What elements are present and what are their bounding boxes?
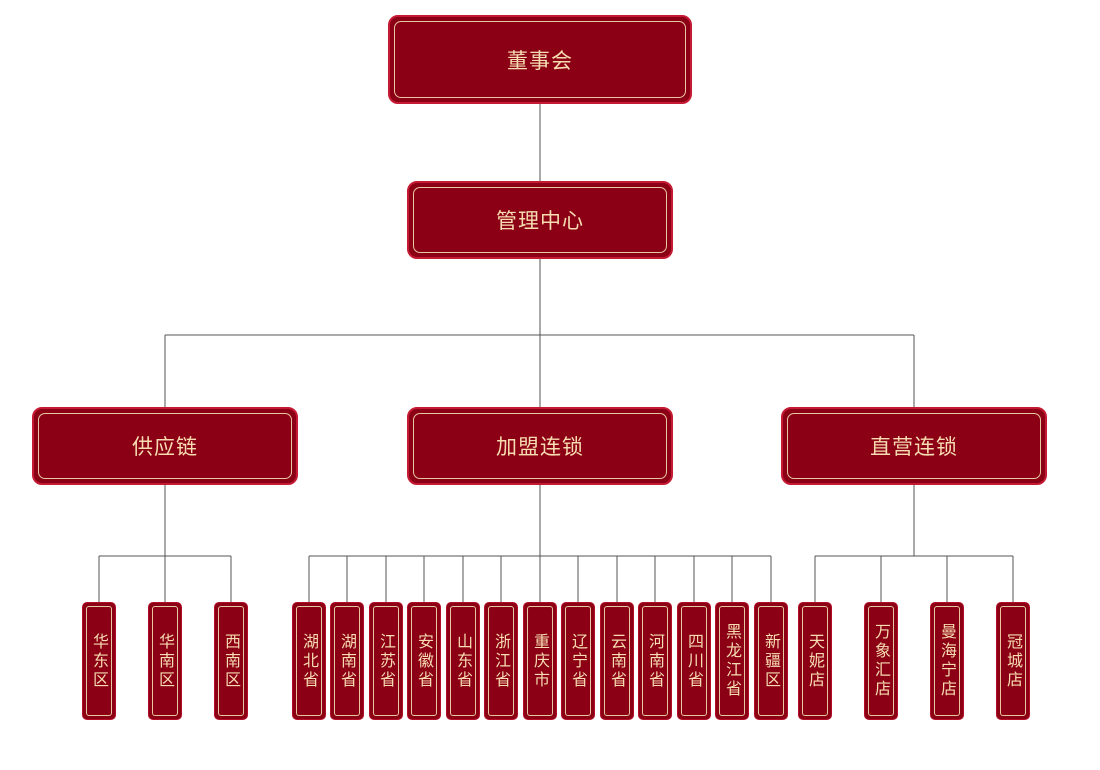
- province-label: 江苏省: [377, 632, 396, 690]
- store-node: 万象汇店: [864, 602, 898, 720]
- region-node: 华南区: [148, 602, 182, 720]
- province-label: 四川省: [685, 632, 704, 690]
- province-label: 安徽省: [415, 632, 434, 690]
- province-node: 黑龙江省: [715, 602, 749, 720]
- store-label: 曼海宁店: [938, 623, 957, 699]
- division-label: 直营连锁: [870, 435, 958, 459]
- province-label: 山东省: [454, 632, 473, 690]
- region-label: 华东区: [90, 632, 109, 690]
- division-label: 加盟连锁: [496, 435, 584, 459]
- region-node: 西南区: [214, 602, 248, 720]
- division-franchise: 加盟连锁: [407, 407, 673, 485]
- province-node: 辽宁省: [561, 602, 595, 720]
- region-node: 华东区: [82, 602, 116, 720]
- province-node: 安徽省: [407, 602, 441, 720]
- store-node: 天妮店: [798, 602, 832, 720]
- province-label: 河南省: [646, 632, 665, 690]
- province-node: 云南省: [600, 602, 634, 720]
- store-label: 万象汇店: [872, 623, 891, 699]
- province-node: 新疆区: [754, 602, 788, 720]
- province-label: 湖南省: [338, 632, 357, 690]
- province-node: 浙江省: [484, 602, 518, 720]
- store-node: 冠城店: [996, 602, 1030, 720]
- board-label: 董事会: [507, 48, 573, 73]
- management-center-node: 管理中心: [407, 181, 673, 259]
- store-label: 天妮店: [806, 632, 825, 690]
- province-node: 河南省: [638, 602, 672, 720]
- division-label: 供应链: [132, 435, 198, 459]
- province-label: 浙江省: [492, 632, 511, 690]
- division-direct-stores: 直营连锁: [781, 407, 1047, 485]
- province-label: 重庆市: [531, 632, 550, 690]
- province-label: 湖北省: [300, 632, 319, 690]
- province-node: 山东省: [446, 602, 480, 720]
- region-label: 西南区: [222, 632, 241, 690]
- province-label: 黑龙江省: [723, 623, 742, 699]
- province-node: 四川省: [677, 602, 711, 720]
- province-label: 新疆区: [762, 632, 781, 690]
- province-node: 江苏省: [369, 602, 403, 720]
- store-node: 曼海宁店: [930, 602, 964, 720]
- province-label: 云南省: [608, 632, 627, 690]
- store-label: 冠城店: [1004, 632, 1023, 690]
- management-center-label: 管理中心: [496, 209, 584, 233]
- province-node: 重庆市: [523, 602, 557, 720]
- division-supply-chain: 供应链: [32, 407, 298, 485]
- region-label: 华南区: [156, 632, 175, 690]
- province-label: 辽宁省: [569, 632, 588, 690]
- board-node: 董事会: [388, 15, 692, 104]
- province-node: 湖南省: [330, 602, 364, 720]
- province-node: 湖北省: [292, 602, 326, 720]
